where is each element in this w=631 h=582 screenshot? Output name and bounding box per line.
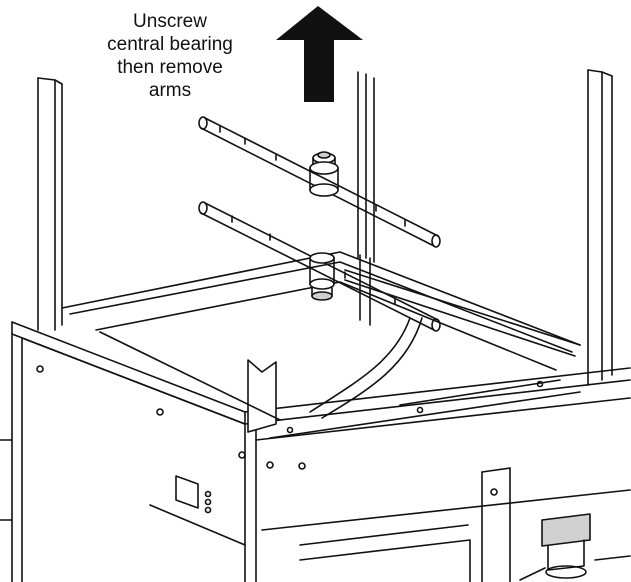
arrow-up-icon xyxy=(276,6,363,102)
cabinet-left-panel xyxy=(0,333,246,582)
front-corner-sheet xyxy=(247,359,277,433)
lower-central-bearing xyxy=(309,252,335,301)
front-door-strip xyxy=(481,467,511,582)
left-upright-post xyxy=(37,77,63,331)
instruction-line-2: central bearing xyxy=(107,34,233,55)
right-upright-post xyxy=(587,69,613,386)
instruction-line-4: arms xyxy=(148,80,192,101)
rear-upright-post xyxy=(357,71,375,263)
instruction-caption: Unscrew central bearing then remove arms xyxy=(95,10,245,102)
tank-inner-edges xyxy=(99,331,581,439)
upper-wash-arm xyxy=(198,116,441,248)
valve-assembly xyxy=(519,513,631,581)
instruction-line-1: Unscrew xyxy=(133,11,207,32)
tank-rear-rim xyxy=(61,251,581,371)
instruction-line-3: then remove xyxy=(117,57,223,78)
drain-pipe xyxy=(309,317,423,419)
control-panel xyxy=(149,475,246,546)
upper-central-bearing xyxy=(309,151,339,197)
cabinet-front-panel xyxy=(255,397,631,582)
